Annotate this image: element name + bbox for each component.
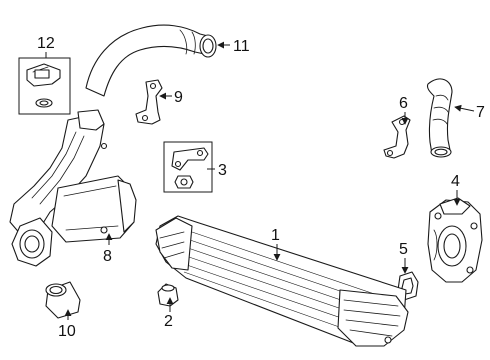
callout-4: 4 <box>451 173 460 190</box>
callout-labels: 1 2 3 4 5 6 7 8 9 10 11 12 <box>37 35 485 340</box>
callout-6: 6 <box>399 95 408 112</box>
leader-lines <box>45 41 475 320</box>
part-2-mount <box>157 283 179 307</box>
callout-12: 12 <box>37 35 55 52</box>
callout-1: 1 <box>271 227 280 244</box>
leader-7 <box>454 104 475 112</box>
part-7-outlet-hose <box>426 78 453 158</box>
part-3-bracket-box <box>163 141 213 193</box>
part-12-sensor-box <box>18 57 71 115</box>
part-8-duct-assembly <box>9 109 137 267</box>
part-6-bracket <box>383 115 411 159</box>
part-11-intake-hose <box>85 24 217 97</box>
callout-11: 11 <box>233 38 250 55</box>
part-1-intercooler <box>155 215 409 347</box>
callout-5: 5 <box>399 241 408 258</box>
callout-9: 9 <box>174 89 183 106</box>
callout-7: 7 <box>476 104 485 121</box>
part-10-sleeve <box>45 281 81 319</box>
callout-10: 10 <box>58 323 76 340</box>
callout-8: 8 <box>103 248 112 265</box>
callout-3: 3 <box>218 162 227 179</box>
part-4-housing <box>427 197 483 283</box>
callout-2: 2 <box>164 313 173 330</box>
part-9-bracket <box>135 79 163 125</box>
